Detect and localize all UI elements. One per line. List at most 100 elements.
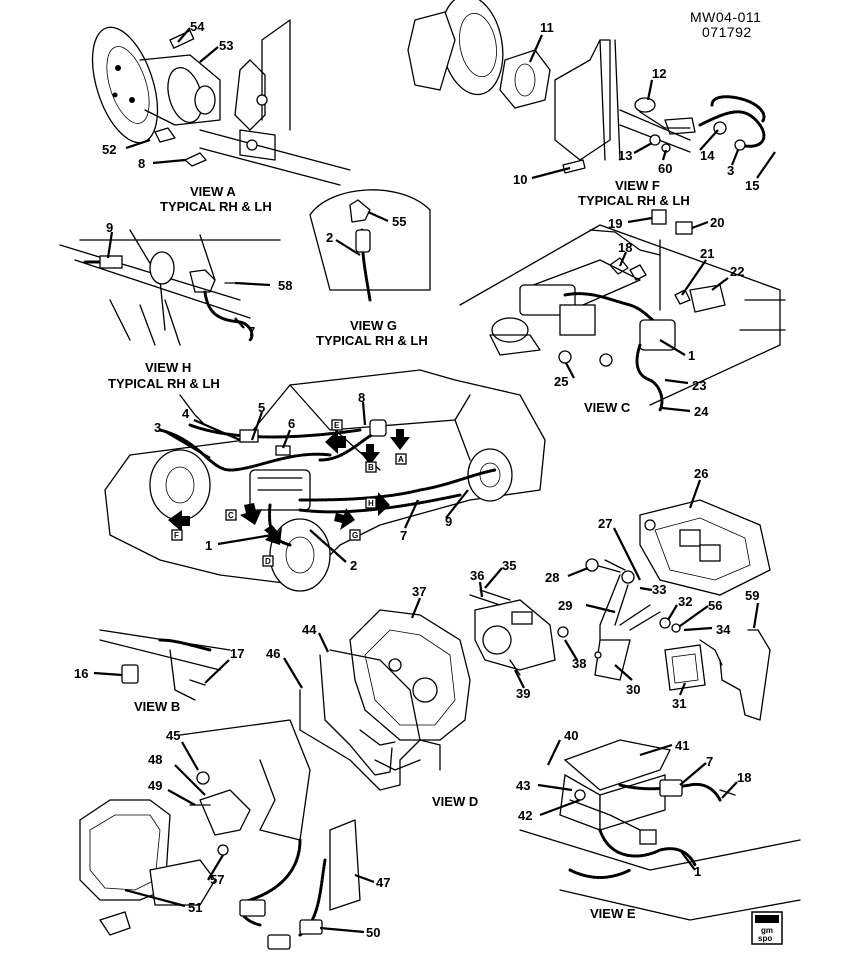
svg-text:E: E [334, 421, 340, 430]
callout: 55 [392, 214, 406, 229]
callout: 32 [678, 594, 692, 609]
svg-text:F: F [174, 531, 179, 540]
callout: 4 [182, 406, 190, 421]
view-f-label: VIEW F [615, 178, 660, 193]
callout: 27 [598, 516, 612, 531]
callout: 25 [554, 374, 568, 389]
callout: 31 [672, 696, 686, 711]
leader-lines [93, 27, 776, 934]
callout: 59 [745, 588, 759, 603]
diagram-code: MW04-011 [690, 9, 761, 25]
callout: 38 [572, 656, 586, 671]
callout: 54 [190, 19, 205, 34]
view-labels: VIEW A TYPICAL RH & LH VIEW F TYPICAL RH… [108, 178, 690, 921]
callout-labels: 54 53 52 8 11 12 13 60 14 3 15 10 9 58 7… [74, 19, 759, 940]
callout: 21 [700, 246, 714, 261]
callout: 29 [558, 598, 572, 613]
callout: 58 [278, 278, 292, 293]
callout: 9 [106, 220, 113, 235]
svg-text:A: A [398, 455, 404, 464]
view-d-illustration [299, 589, 569, 791]
callout: 1 [688, 348, 695, 363]
svg-text:B: B [368, 463, 374, 472]
callout: 3 [154, 420, 161, 435]
vehicle-illustration [104, 369, 546, 592]
view-d-lower-illustration [79, 719, 361, 950]
callout: 8 [358, 390, 365, 405]
view-e-label: VIEW E [590, 906, 636, 921]
callout: 8 [138, 156, 145, 171]
view-f-illustration [407, 0, 766, 174]
view-g-label: VIEW G [350, 318, 397, 333]
callout: 9 [445, 514, 452, 529]
callout: 26 [694, 466, 708, 481]
view-a-illustration [91, 19, 351, 186]
view-h-illustration [59, 229, 281, 346]
view-f-sublabel: TYPICAL RH & LH [578, 193, 690, 208]
callout: 15 [745, 178, 759, 193]
callout: 7 [706, 754, 713, 769]
view-g-illustration [309, 189, 431, 302]
callout: 16 [74, 666, 88, 681]
view-b-illustration [99, 629, 231, 701]
callout: 49 [148, 778, 162, 793]
callout: 18 [618, 240, 632, 255]
view-h-sublabel: TYPICAL RH & LH [108, 376, 220, 391]
svg-text:D: D [265, 557, 271, 566]
svg-text:H: H [368, 499, 374, 508]
callout: 1 [694, 864, 701, 879]
callout: 22 [730, 264, 744, 279]
callout: 13 [618, 148, 632, 163]
callout: 10 [513, 172, 527, 187]
callout: 45 [166, 728, 180, 743]
callout: 2 [326, 230, 333, 245]
callout: 6 [288, 416, 295, 431]
view-d-label: VIEW D [432, 794, 478, 809]
svg-text:gm: gm [761, 926, 773, 935]
callout: 44 [302, 622, 317, 637]
callout: 12 [652, 66, 666, 81]
callout: 47 [376, 875, 390, 890]
callout: 23 [692, 378, 706, 393]
diagram-date: 071792 [702, 24, 752, 40]
callout: 3 [727, 163, 734, 178]
view-b-label: VIEW B [134, 699, 180, 714]
callout: 30 [626, 682, 640, 697]
callout: 7 [400, 528, 407, 543]
callout: 52 [102, 142, 116, 157]
callout: 18 [737, 770, 751, 785]
callout: 34 [716, 622, 731, 637]
callout: 33 [652, 582, 666, 597]
callout: 48 [148, 752, 162, 767]
view-e-upper-illustration [585, 499, 771, 721]
svg-text:C: C [228, 511, 234, 520]
callout: 20 [710, 215, 724, 230]
callout: 43 [516, 778, 530, 793]
view-e-illustration [519, 739, 801, 921]
callout: 41 [675, 738, 689, 753]
callout: 14 [700, 148, 715, 163]
callout: 39 [516, 686, 530, 701]
svg-text:G: G [352, 531, 358, 540]
view-h-label: VIEW H [145, 360, 191, 375]
view-g-sublabel: TYPICAL RH & LH [316, 333, 428, 348]
callout: 40 [564, 728, 578, 743]
callout: 7 [248, 324, 255, 339]
callout: 35 [502, 558, 516, 573]
callout: 56 [708, 598, 722, 613]
callout: 19 [608, 216, 622, 231]
callout: 2 [350, 558, 357, 573]
view-arrows: E B A C F D G H [168, 419, 410, 567]
callout: 46 [266, 646, 280, 661]
callout: 17 [230, 646, 244, 661]
callout: 50 [366, 925, 380, 940]
gm-spo-logo: gm spo [751, 911, 783, 945]
callout: 37 [412, 584, 426, 599]
callout: 5 [258, 400, 265, 415]
callout: 42 [518, 808, 532, 823]
callout: 28 [545, 570, 559, 585]
svg-text:spo: spo [758, 934, 772, 943]
callout: 11 [540, 20, 554, 35]
view-a-label: VIEW A [190, 184, 236, 199]
